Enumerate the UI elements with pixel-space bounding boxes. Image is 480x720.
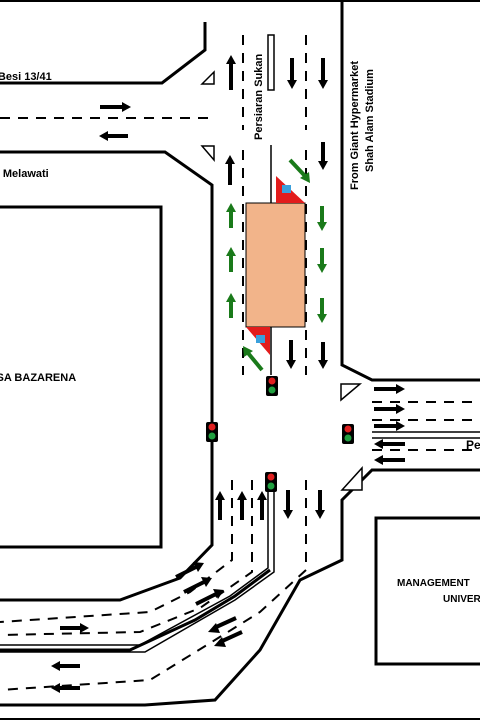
yield-triangle-icon — [200, 145, 215, 163]
left-turn-arrows — [226, 158, 327, 372]
road-edge-right-vertical — [340, 0, 480, 382]
direction-label-line-1: From Giant Hypermarket — [349, 61, 361, 190]
road-edge-left-lower — [0, 568, 271, 652]
road-edge-left-upper — [0, 150, 214, 602]
traffic-light-icon — [266, 376, 278, 396]
crossing-area — [245, 202, 306, 328]
building-label-left: MPSA BAZARENA — [0, 372, 76, 384]
building-label-right-1: MANAGEMENT — [397, 578, 470, 589]
traffic-light-icon — [206, 422, 218, 442]
pedestrian-marker-bottom — [256, 335, 265, 343]
building-right — [374, 516, 480, 666]
road-label-left-middle: Jalan Taman Melawati — [0, 168, 49, 180]
direction-label-line-2: Shah Alam Stadium — [364, 69, 376, 172]
road-label-right: Persiaran — [466, 438, 480, 452]
pedestrian-marker-top — [282, 185, 291, 193]
traffic-light-icon — [265, 472, 277, 492]
yield-triangle-icon — [340, 383, 363, 402]
lane-markings — [0, 35, 480, 691]
traffic-light-icon — [342, 424, 354, 444]
road-label-upper-left: Jalan Jubli Besi 13/41 — [0, 71, 52, 83]
building-label-right-2: UNIVERSITY — [443, 594, 480, 605]
road-label-vertical: Persiaran Sukan — [253, 54, 265, 140]
building-left — [0, 205, 163, 549]
lane-arrows — [51, 55, 405, 693]
yield-triangle-icon — [200, 70, 215, 85]
yield-triangle-icon — [340, 466, 363, 491]
road-edge-top-left — [0, 22, 207, 85]
